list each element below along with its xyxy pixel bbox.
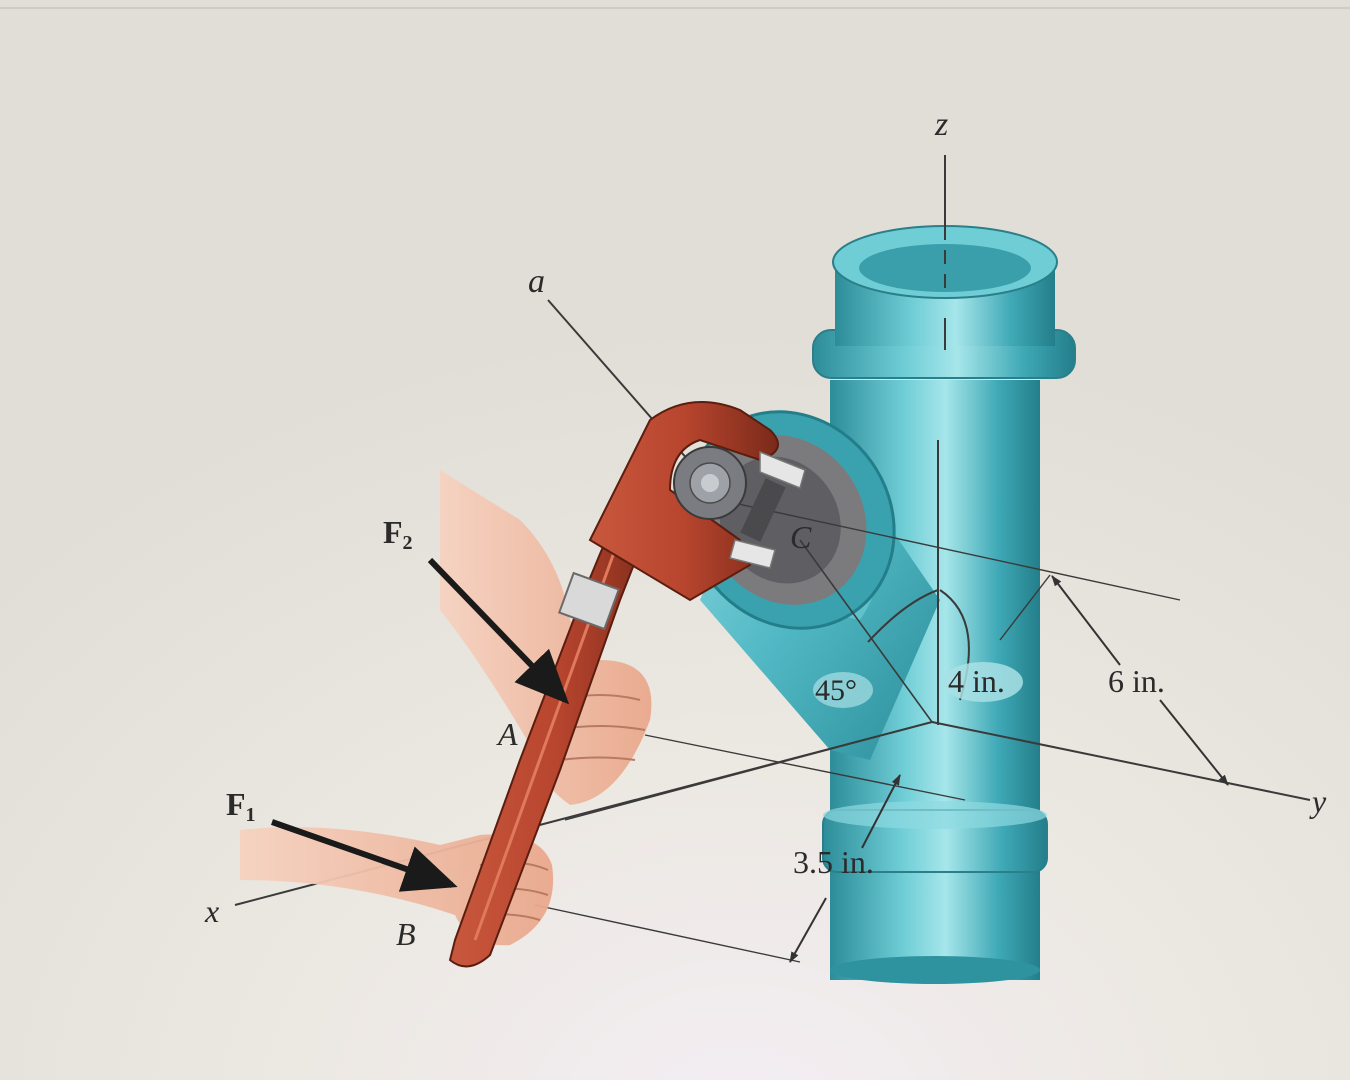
pipe-wrench: [448, 401, 806, 968]
construction-line-2: [799, 539, 933, 723]
construction-line-1: [719, 499, 1181, 601]
force-f1-main: F: [226, 786, 246, 822]
force-arrows: [271, 557, 570, 892]
angle-arc: [867, 589, 939, 643]
dim-4-label-bg: [943, 662, 1023, 702]
dim-6-in-label: 6 in.: [1108, 663, 1165, 699]
axis-x-label: x: [204, 893, 219, 929]
y-axis-line: [931, 721, 1311, 801]
angle-45-label: 45°: [815, 674, 857, 707]
force-f1-sub: 1: [246, 804, 256, 826]
point-b-label: B: [396, 916, 416, 952]
force-f2-arrow: [427, 557, 570, 705]
a-axis-line: [547, 299, 711, 486]
point-a-label: A: [496, 716, 518, 752]
force-f1-label: F1: [226, 786, 256, 826]
dim-4-in-label: 4 in.: [948, 663, 1005, 699]
dim-3-5-lower: [789, 897, 827, 963]
angle-label-bg: [813, 672, 873, 708]
construction-line-5: [534, 904, 801, 963]
force-f2-label: F2: [383, 514, 413, 554]
construction-line-4: [564, 721, 933, 821]
axis-z-label: z: [934, 106, 948, 143]
axis-a-label: a: [528, 263, 545, 300]
dimension-arrows: [789, 575, 1229, 963]
axis-y-label: y: [1309, 783, 1327, 819]
force-f1-arrow: [271, 819, 458, 892]
dim-3-5-in-label: 3.5 in.: [793, 844, 874, 880]
axes: [234, 155, 1311, 963]
dim-3-5-upper: [861, 774, 901, 849]
force-f2-sub: 2: [403, 532, 413, 554]
force-f2-main: F: [383, 514, 403, 550]
dim-6-upper: [1051, 575, 1121, 666]
construction-line-6: [999, 574, 1051, 641]
construction-line-3: [644, 734, 966, 801]
dim-6-lower: [1159, 699, 1229, 786]
point-c-label: C: [790, 519, 812, 555]
